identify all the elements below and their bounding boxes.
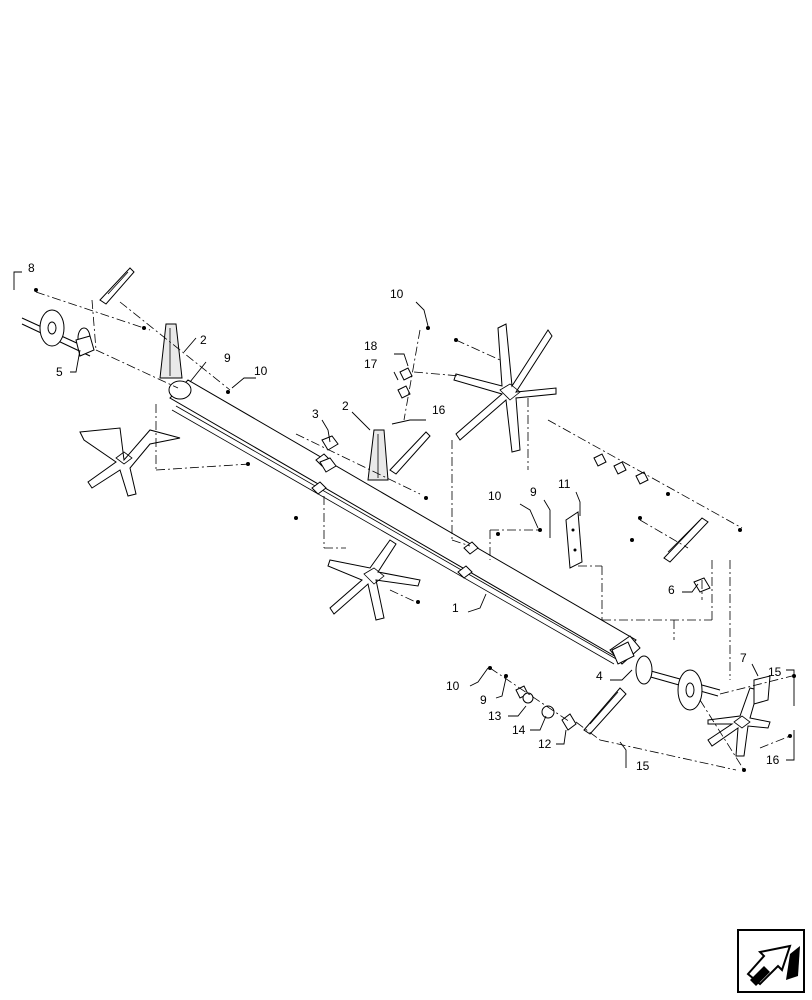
tine-bar-right-mid (663, 517, 709, 563)
tine-bracket-2-center (367, 429, 389, 481)
assembly-lines (35, 291, 793, 771)
next-page-arrow-icon[interactable] (737, 929, 805, 993)
callout-9-mid: 9 (530, 485, 537, 499)
callout-12: 12 (538, 737, 552, 751)
callout-3: 3 (312, 407, 319, 421)
callout-15-low: 15 (636, 759, 650, 773)
callout-18: 18 (364, 339, 378, 353)
callout-1: 1 (452, 601, 459, 615)
callout-10-left: 10 (254, 364, 268, 378)
callout-9-low: 9 (480, 693, 487, 707)
callout-15-right: 15 (768, 665, 782, 679)
callout-17: 17 (364, 357, 378, 371)
bracket-11 (565, 511, 583, 569)
callout-16-right: 16 (766, 753, 780, 767)
callout-9-left: 9 (224, 351, 231, 365)
callout-7: 7 (740, 651, 747, 665)
callout-10-top: 10 (390, 287, 404, 301)
star-tine-center-low (327, 539, 421, 621)
callout-14: 14 (512, 723, 526, 737)
callout-2-center: 2 (342, 399, 349, 413)
callout-4: 4 (596, 669, 603, 683)
left-shaft-flange (21, 309, 95, 357)
callout-10-mid: 10 (488, 489, 502, 503)
callout-10-low: 10 (446, 679, 460, 693)
tine-bar-center (389, 431, 431, 475)
callouts: 8 5 2 9 10 10 18 17 3 2 16 10 9 11 1 6 4… (28, 261, 782, 773)
right-shaft-flange (635, 655, 721, 711)
tine-bracket-2-left (159, 323, 183, 379)
leader-lines (13, 271, 795, 768)
callout-16-top: 16 (432, 403, 446, 417)
callout-6: 6 (668, 583, 675, 597)
part-7-bracket (753, 675, 771, 705)
callout-5: 5 (56, 365, 63, 379)
star-tine-upper-right (453, 323, 557, 453)
main-tube (168, 379, 641, 665)
tine-bar-right-low (583, 687, 627, 735)
tine-bar-top-left (99, 267, 135, 305)
callout-2-left: 2 (200, 333, 207, 347)
callout-11: 11 (558, 477, 571, 491)
star-tine-left (79, 427, 181, 497)
callout-8: 8 (28, 261, 35, 275)
callout-13: 13 (488, 709, 502, 723)
